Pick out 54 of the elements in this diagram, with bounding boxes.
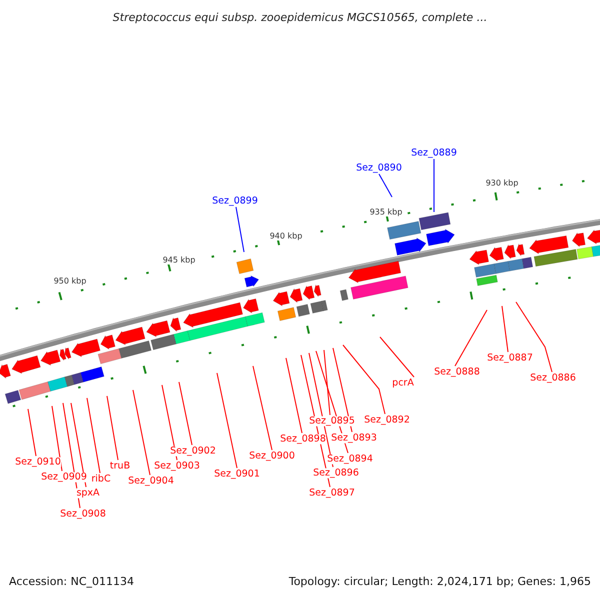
tick-label: 930 kbp: [486, 178, 518, 188]
tick-label: 935 kbp: [370, 208, 402, 216]
gene-label: Sez_0886: [530, 373, 576, 383]
tick-label: 950 kbp: [54, 276, 86, 286]
gene-label: Sez_0897: [309, 488, 355, 498]
gene-label: Sez_0895: [309, 416, 355, 426]
leader-line: [178, 382, 192, 446]
leader-line: [216, 372, 238, 468]
gene-label: ribC: [91, 474, 111, 484]
leader-line: [62, 402, 80, 508]
gene-label: Sez_0908: [60, 509, 106, 519]
leader-line: [324, 350, 330, 416]
leader-line: [52, 406, 62, 472]
gene-label: Sez_0888: [434, 367, 480, 377]
leader-line: [28, 408, 36, 456]
gene-label: Sez_0903: [154, 461, 200, 471]
diagram-title: Streptococcus equi subsp. zooepidemicus MGCS10565, complete ...: [112, 11, 488, 24]
gene-label: Sez_0910: [15, 457, 61, 467]
gene-label: Sez_0902: [170, 446, 216, 456]
gene-label: Sez_0900: [249, 451, 295, 461]
accession-text: Accession: NC_011134: [9, 575, 134, 588]
gene-label: Sez_0899: [212, 196, 258, 206]
gene-label: Sez_0887: [487, 353, 533, 363]
leader-line: [516, 302, 552, 372]
gene-label: Sez_0894: [327, 454, 373, 464]
leader-line: [332, 348, 352, 432]
leader-line: [342, 344, 386, 414]
gene-label: truB: [110, 461, 130, 471]
leader-line: [380, 336, 414, 378]
leader-line: [132, 390, 150, 476]
gene-label: Sez_0896: [313, 468, 359, 478]
tick-label: 940 kbp: [270, 232, 302, 240]
leader-line: [252, 366, 272, 450]
gene-label: pcrA: [392, 378, 414, 388]
leader-line: [454, 310, 488, 366]
gene-label: Sez_0889: [411, 148, 457, 158]
leader-line: [378, 174, 392, 198]
leader-line: [286, 358, 302, 434]
genome-stats-text: Topology: circular; Length: 2,024,171 bp; Genes: 1,965: [288, 575, 591, 588]
leader-line: [162, 384, 178, 460]
gene-label: Sez_0898: [280, 434, 326, 444]
leader-line: [70, 402, 86, 488]
gene-label: Sez_0892: [364, 415, 410, 425]
tick-label: 945 kbp: [162, 256, 196, 264]
gene-label: Sez_0901: [214, 469, 260, 479]
leader-line: [502, 306, 508, 352]
gene-label: Sez_0909: [41, 472, 87, 482]
leader-line: [86, 398, 100, 474]
gene-label: Sez_0893: [331, 433, 377, 443]
gene-label: spxA: [76, 488, 100, 498]
leader-line: [106, 396, 118, 460]
gene-label: Sez_0890: [356, 163, 402, 173]
leader-line: [236, 206, 244, 252]
gene-label: Sez_0904: [128, 476, 174, 486]
